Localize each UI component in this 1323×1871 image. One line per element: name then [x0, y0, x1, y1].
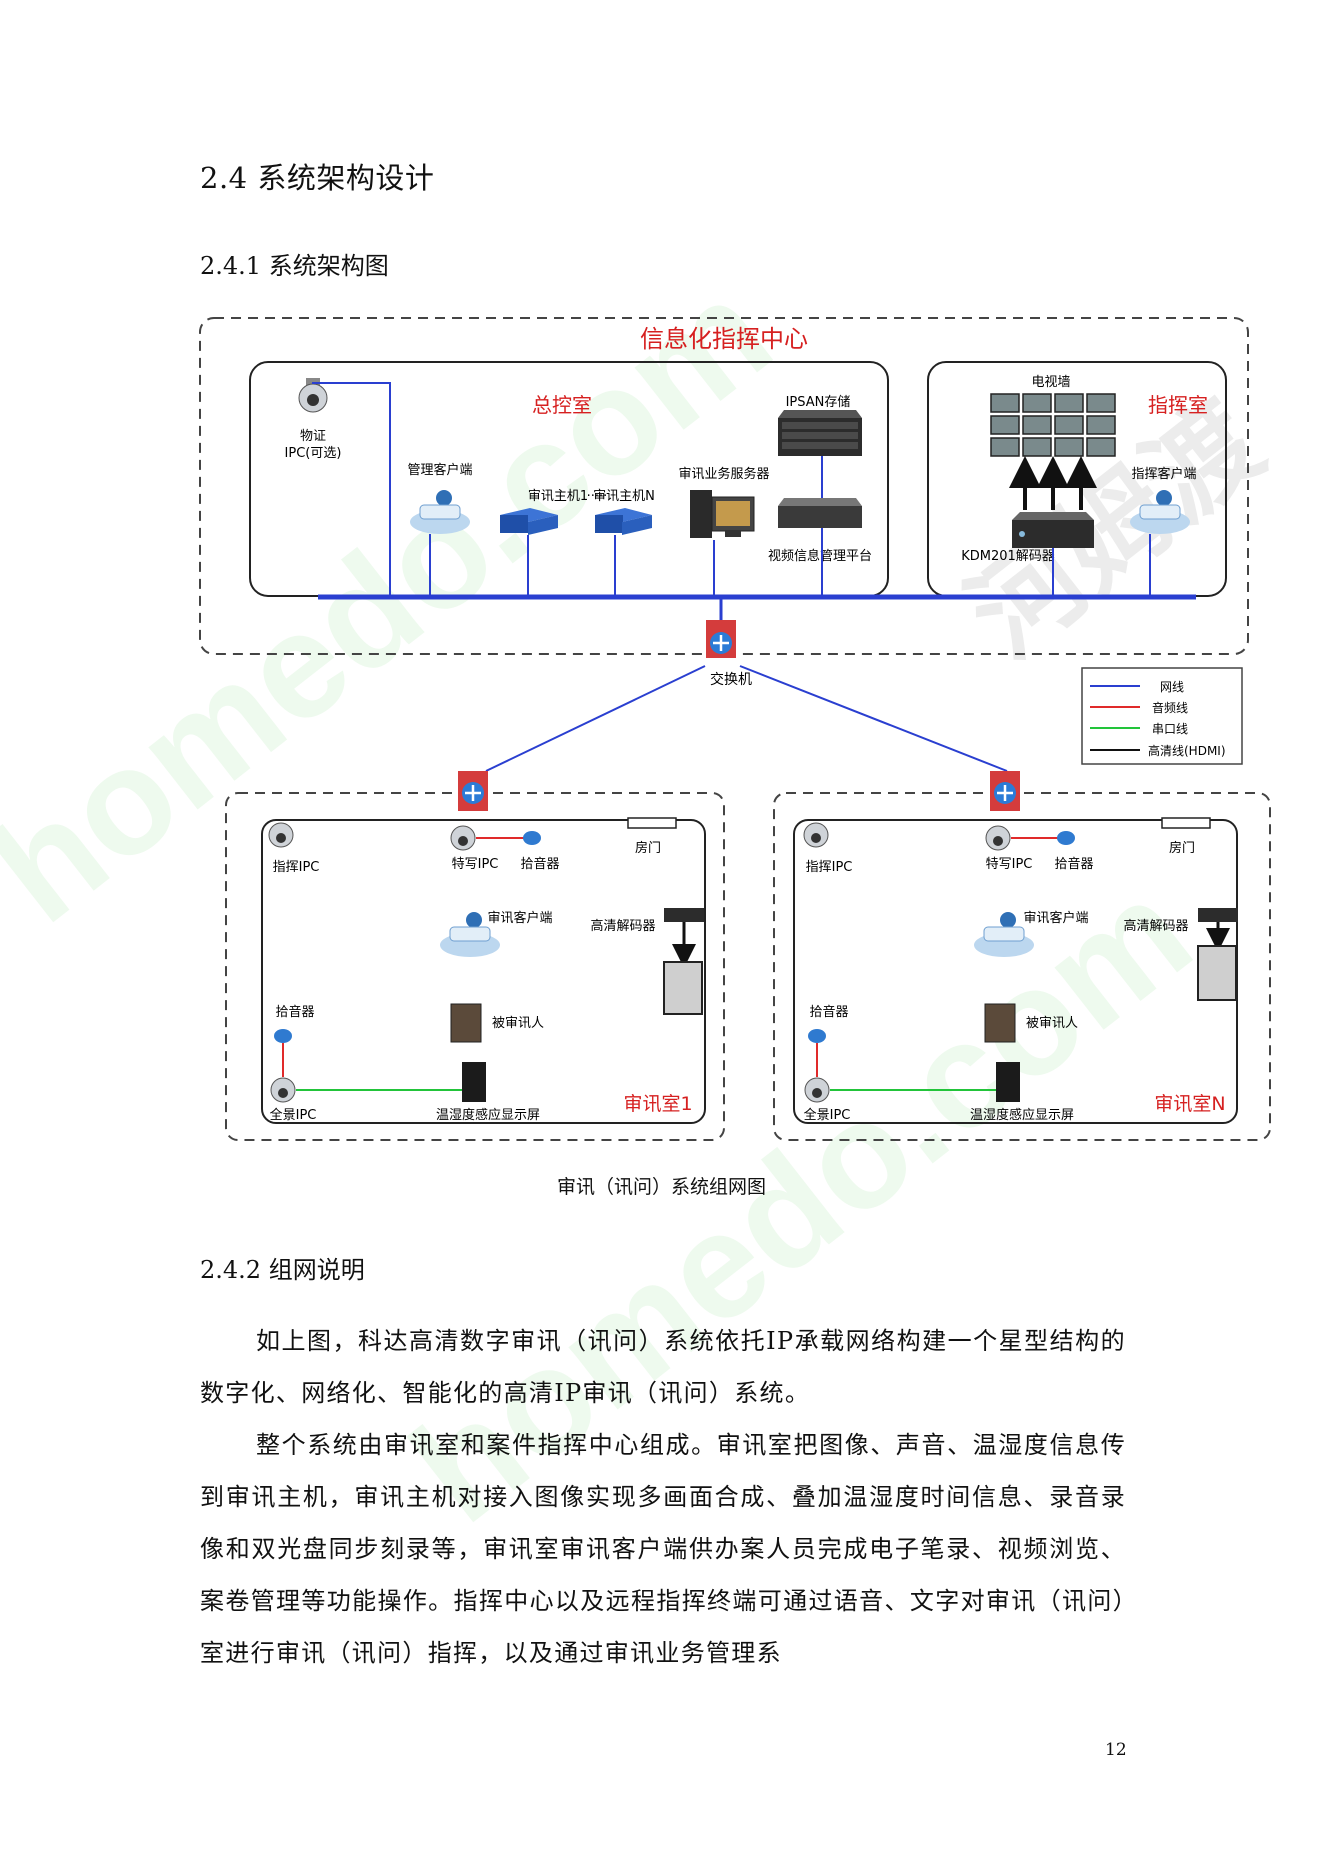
roomN-client-label: 审讯客户端: [1023, 910, 1088, 926]
room1-client-label: 审讯客户端: [487, 910, 552, 926]
room1-mic-label: 拾音器: [520, 856, 559, 872]
video-platform-icon: [778, 498, 862, 528]
room1-subject-icon: [450, 1003, 482, 1043]
roomN-closeup-ipc-label: 特写IPC: [986, 857, 1033, 872]
room1-client-icon: [440, 912, 500, 957]
evidence-ipc-label-1: 物证: [300, 429, 326, 444]
evidence-ipc-label-2: IPC(可选): [285, 446, 342, 461]
roomN-hd-decoder-label: 高清解码器: [1123, 918, 1188, 934]
command-center-title: 信息化指挥中心: [640, 325, 808, 353]
command-client-label: 指挥客户端: [1131, 466, 1196, 482]
diagram-caption: 审讯（讯问）系统组网图: [556, 1176, 766, 1198]
roomN-mic2-icon: [808, 1029, 826, 1043]
roomN-subject-label: 被审讯人: [1026, 1016, 1078, 1031]
room1-door-icon: [627, 817, 677, 829]
business-server-label: 审讯业务服务器: [678, 466, 769, 482]
room1-hd-decoder-label: 高清解码器: [590, 918, 655, 934]
subsection-heading-architecture: 2.4.1 系统架构图: [200, 252, 389, 280]
roomN-th-display-label: 温湿度感应显示屏: [970, 1107, 1074, 1123]
room1-switch-icon: [458, 771, 488, 811]
room1-pano-ipc-label: 全景IPC: [270, 1107, 317, 1123]
room1-cmd-ipc-label: 指挥IPC: [273, 860, 320, 875]
legend-box: [1081, 667, 1243, 765]
roomN-cmd-ipc-icon: [803, 822, 829, 848]
command-center-box: [199, 317, 1249, 655]
paragraph-1: 如上图，科达高清数字审讯（讯问）系统依托IP承载网络构建一个星型结构的数字化、网…: [200, 1327, 1126, 1407]
legend-label-3: 高清线(HDMI): [1148, 743, 1226, 758]
room1-th-display-icon: [462, 1062, 486, 1102]
interrogation-room-1: 指挥IPC 特写IPC 拾音器 房门 审讯客户端 高清解码器 拾音器 全景IPC…: [225, 771, 725, 1141]
legend-label-2: 串口线: [1152, 722, 1188, 736]
kdm201-decoder-icon: [1012, 512, 1094, 548]
room1-mic2-icon: [274, 1029, 292, 1043]
mgmt-client-label: 管理客户端: [407, 462, 472, 478]
legend-label-1: 音频线: [1152, 700, 1188, 715]
roomN-name: 审讯室N: [1154, 1093, 1225, 1115]
interrogation-room-n: 指挥IPC 特写IPC 拾音器 房门 审讯客户端 高清解码器 拾音器 全景IPC…: [773, 771, 1271, 1141]
roomN-mic-icon: [1057, 831, 1075, 845]
room1-cmd-ipc-icon: [268, 822, 294, 848]
roomN-mic-label: 拾音器: [1054, 856, 1093, 872]
roomN-monitor-icon: [1197, 945, 1237, 1001]
room1-monitor-icon: [663, 961, 703, 1015]
architecture-diagram: 信息化指挥中心 总控室 指挥室 物证 IPC(可选) 管理客户端 审讯主机1 ·…: [199, 317, 1271, 1141]
room1-door-label: 房门: [635, 840, 661, 856]
legend-label-0: 网线: [1160, 680, 1184, 694]
roomN-hd-decoder-icon: [1198, 908, 1238, 922]
room1-closeup-ipc-label: 特写IPC: [452, 857, 499, 872]
hostN-icon: [595, 508, 652, 535]
roomN-mic2-label: 拾音器: [809, 1004, 848, 1020]
roomN-th-display-icon: [996, 1062, 1020, 1102]
tv-wall-icon: [990, 393, 1116, 457]
ipsan-storage-icon: [778, 410, 862, 456]
roomN-door-label: 房门: [1169, 840, 1195, 856]
room1-th-display-label: 温湿度感应显示屏: [436, 1107, 540, 1123]
host-dots: ·····: [587, 489, 608, 504]
control-room-title: 总控室: [532, 393, 592, 417]
roomN-cmd-ipc-label: 指挥IPC: [806, 860, 853, 875]
roomN-client-icon: [974, 912, 1034, 957]
hostN-label: 审讯主机N: [593, 489, 655, 504]
roomN-subject-icon: [984, 1003, 1016, 1043]
body-text: 如上图，科达高清数字审讯（讯问）系统依托IP承载网络构建一个星型结构的数字化、网…: [200, 1315, 1126, 1679]
room1-subject-label: 被审讯人: [492, 1016, 544, 1031]
roomN-switch-icon: [990, 771, 1020, 811]
host1-icon: [500, 508, 558, 535]
page-number: 12: [1105, 1740, 1127, 1760]
business-server-icon: [690, 490, 755, 538]
room1-mic2-label: 拾音器: [275, 1004, 314, 1020]
command-room-title: 指挥室: [1148, 393, 1208, 417]
roomN-pano-ipc-label: 全景IPC: [804, 1107, 851, 1123]
hdmi-arrows: [1009, 456, 1097, 510]
room1-closeup-ipc-icon: [450, 825, 476, 851]
kdm201-label: KDM201解码器: [961, 549, 1055, 564]
room1-hd-decoder-icon: [664, 908, 704, 922]
roomN-pano-ipc-icon: [804, 1077, 830, 1103]
video-platform-label: 视频信息管理平台: [768, 548, 872, 564]
host1-label: 审讯主机1: [528, 489, 588, 504]
switch-label: 交换机: [710, 671, 752, 688]
main-switch-icon: [706, 620, 736, 658]
paragraph-2: 整个系统由审讯室和案件指挥中心组成。审讯室把图像、声音、温湿度信息传到审讯主机，…: [200, 1431, 1126, 1667]
command-client-icon: [1130, 490, 1190, 534]
mgmt-client-icon: [410, 490, 470, 534]
roomN-closeup-ipc-icon: [985, 825, 1011, 851]
room1-name: 审讯室1: [623, 1093, 692, 1115]
room1-mic-icon: [523, 831, 541, 845]
tv-wall-label: 电视墙: [1031, 375, 1070, 390]
room1-pano-ipc-icon: [270, 1077, 296, 1103]
ipsan-label: IPSAN存储: [786, 395, 851, 410]
subsection-heading-networking: 2.4.2 组网说明: [200, 1256, 365, 1284]
roomN-door-icon: [1161, 817, 1211, 829]
section-heading: 2.4 系统架构设计: [200, 161, 435, 195]
